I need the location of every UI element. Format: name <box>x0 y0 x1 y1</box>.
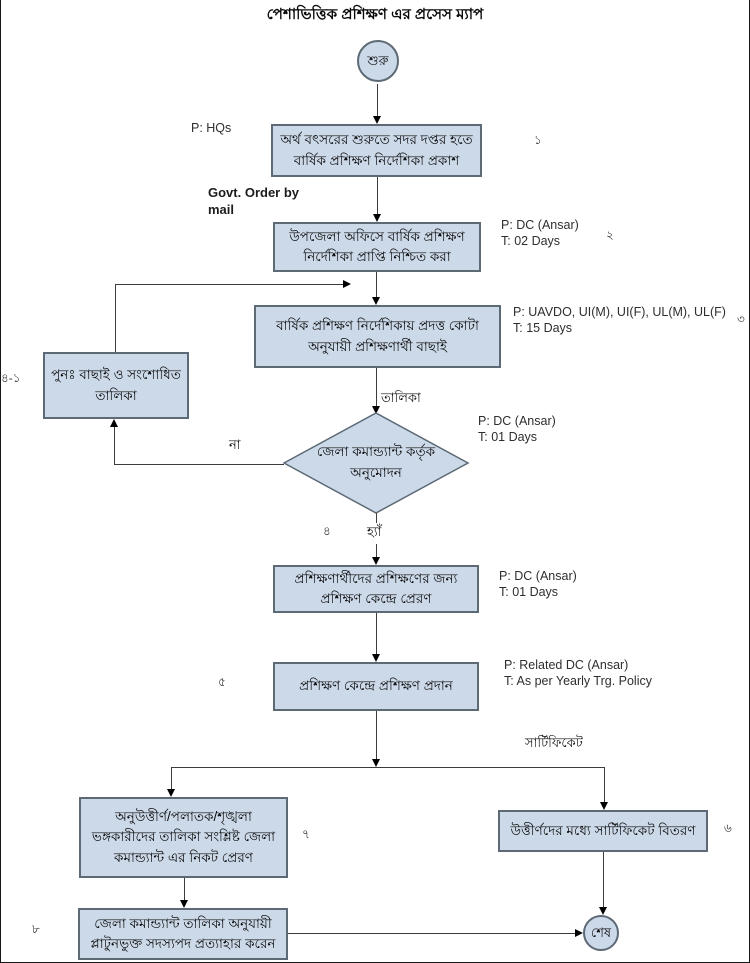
connector-split-right <box>604 767 605 802</box>
step-fail-list: অনুউত্তীর্ণ/পলাতক/শৃঙ্খলা ভঙ্গকারীদের তা… <box>79 797 288 878</box>
edge-label-yes: হ্যাঁ <box>365 523 384 544</box>
step-number-6: ৬ <box>724 821 732 835</box>
step-publish-guideline: অর্থ বৎসরের শুরুতে সদর দপ্তর হতে বার্ষিক… <box>271 124 482 177</box>
step-rework-list: পুনঃ বাছাই ও সংশোধিত তালিকা <box>43 352 189 419</box>
arrowhead-down-icon <box>372 297 380 305</box>
arrowhead-down-icon <box>372 406 380 414</box>
decision-approve-label: জেলা কমান্ড্যান্ট কর্তৃক অনুমোদন <box>316 444 436 480</box>
arrowhead-down-icon <box>372 759 380 767</box>
arrowhead-down-icon <box>167 789 175 797</box>
connector-rework-right <box>115 284 343 285</box>
annotation-govt-order: Govt. Order by mail <box>208 185 300 217</box>
connector-withdraw-end <box>288 933 575 934</box>
step-number-1: ১ <box>534 133 542 147</box>
edge-label-list: তালিকা <box>381 390 421 405</box>
annotation-train-t: T: As per Yearly Trg. Policy <box>504 674 652 688</box>
page-title: পেশাভিত্তিক প্রশিক্ষণ এর প্রসেস ম্যাপ <box>266 6 484 23</box>
connector-distribute-end <box>603 852 604 907</box>
annotation-receive-p: P: DC (Ansar) <box>501 218 579 232</box>
arrowhead-down-icon <box>599 907 607 915</box>
annotation-approve-t: T: 01 Days <box>478 430 538 444</box>
step-number-5: ৫ <box>218 675 226 689</box>
step-number-3: ৩ <box>737 312 745 326</box>
step-number-4-1: ৪-১ <box>1 371 21 385</box>
connector-split-horizontal <box>171 767 604 768</box>
step-number-7: ৭ <box>302 827 310 841</box>
step-select-trainees: বার্ষিক প্রশিক্ষণ নির্দেশিকায় প্রদত্ত ক… <box>254 305 501 368</box>
step-number-2: ২ <box>606 228 614 242</box>
arrowhead-down-icon <box>180 900 188 908</box>
connector-train-split <box>376 711 377 759</box>
step-receive-guideline: উপজেলা অফিসে বার্ষিক প্রশিক্ষণ নির্দেশিক… <box>273 222 481 272</box>
annotation-receive-t: T: 02 Days <box>501 234 561 248</box>
start-terminal: শুরু <box>357 40 399 82</box>
step-number-8: ৮ <box>32 922 40 936</box>
step-distribute-certificates: উত্তীর্ণদের মধ্যে সার্টিফিকেট বিতরণ <box>498 810 708 852</box>
annotation-send-p: P: DC (Ansar) <box>499 569 577 583</box>
connector-rework-up <box>115 284 116 352</box>
connector-fail-withdraw <box>184 878 185 900</box>
arrowhead-down-icon <box>373 214 381 222</box>
step-send-to-center: প্রশিক্ষণার্থীদের প্রশিক্ষণের জন্য প্রশি… <box>273 565 479 613</box>
arrowhead-down-icon <box>600 802 608 810</box>
arrowhead-down-icon <box>372 557 380 565</box>
connector-start-publish <box>377 84 378 116</box>
connector-no-left <box>114 464 284 465</box>
annotation-train-p: P: Related DC (Ansar) <box>504 658 629 672</box>
arrowhead-right-icon <box>343 280 351 288</box>
annotation-send-t: T: 01 Days <box>499 585 559 599</box>
step-provide-training: প্রশিক্ষণ কেন্দ্রে প্রশিক্ষণ প্রদান <box>273 662 479 711</box>
connector-select-approve <box>376 368 377 406</box>
edge-label-no: না <box>229 437 241 452</box>
arrowhead-down-icon <box>372 654 380 662</box>
connector-send-train <box>376 613 377 654</box>
arrowhead-right-icon <box>575 929 583 937</box>
connector-no-up <box>114 427 115 464</box>
edge-label-certificate: সার্টিফিকেট <box>525 735 583 750</box>
end-terminal: শেষ <box>583 915 619 951</box>
connector-publish-receive <box>377 177 378 214</box>
annotation-select-p: P: UAVDO, UI(M), UI(F), UL(M), UL(F) <box>513 305 726 319</box>
arrowhead-up-icon <box>110 419 118 427</box>
annotation-select-t: T: 15 Days <box>513 321 573 335</box>
connector-split-left <box>171 767 172 789</box>
connector-receive-select <box>376 272 377 297</box>
annotation-publish-p: P: HQs <box>191 121 232 135</box>
step-number-4: ৪ <box>323 524 331 538</box>
annotation-approve-p: P: DC (Ansar) <box>478 414 556 428</box>
arrowhead-down-icon <box>373 116 381 124</box>
step-withdraw-membership: জেলা কমান্ড্যান্ট তালিকা অনুযায়ী প্লাটু… <box>78 908 288 960</box>
